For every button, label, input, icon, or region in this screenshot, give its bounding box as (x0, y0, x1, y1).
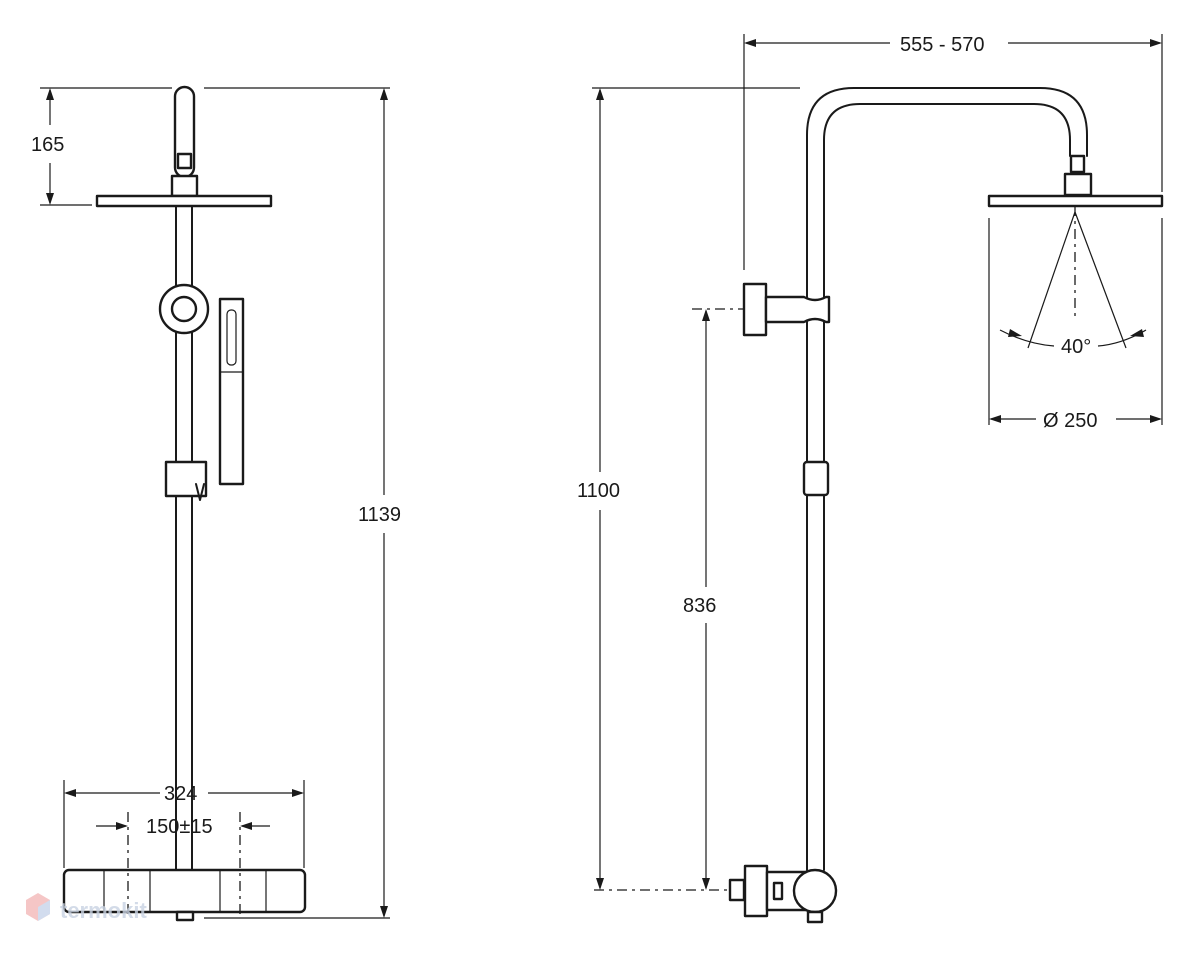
front-view (62, 85, 307, 922)
watermark-text: termokit (60, 898, 147, 923)
side-mixer-outlet (806, 910, 824, 924)
side-arm-connector (1069, 154, 1086, 174)
dim-165: 165 (31, 134, 64, 156)
dim-40-degrees: 40° (1061, 336, 1091, 358)
front-hand-shower (218, 297, 245, 486)
side-dimension-836: 836 (683, 309, 716, 890)
dim-1139: 1139 (358, 504, 401, 526)
front-ring-holder-inner (170, 295, 198, 323)
side-pipe-inner (823, 103, 1071, 871)
dim-1100: 1100 (577, 480, 620, 502)
side-head-mount (1063, 172, 1093, 197)
side-view (728, 87, 1164, 924)
front-slider-bracket (164, 460, 208, 498)
side-wall-bracket-arm (764, 295, 831, 324)
front-arm-connector (176, 152, 193, 170)
side-dimension-1100: 1100 (577, 87, 800, 890)
side-inlet-elbow (728, 878, 746, 902)
side-shower-head (987, 194, 1164, 208)
front-dimension-1139: 1139 (204, 87, 401, 919)
dim-836: 836 (683, 595, 716, 617)
front-mixer-outlet (175, 910, 195, 922)
side-wall-bracket-flange (742, 282, 768, 337)
watermark: termokit (26, 893, 147, 923)
front-dimension-165: 165 (31, 87, 172, 206)
front-hand-shower-spray-face (226, 309, 237, 366)
dim-555-570: 555 - 570 (900, 34, 985, 56)
front-slider-knob (195, 483, 205, 501)
side-mixer-wall-flange (743, 864, 769, 918)
side-mixer-knob (792, 868, 838, 914)
dim-diameter-250: Ø 250 (1043, 410, 1097, 432)
front-dimension-324: 324 (63, 780, 305, 868)
side-pipe-outer (806, 87, 1088, 871)
side-dimension-diameter: Ø 250 (988, 218, 1163, 432)
dim-324: 324 (164, 783, 197, 805)
side-dimension-555-570: 555 - 570 (743, 34, 1163, 270)
side-slider-collar (802, 460, 830, 497)
front-head-mount (170, 174, 199, 198)
front-dimension-150: 150±15 (96, 816, 270, 838)
side-dimension-spray-angle: 40° (999, 211, 1147, 358)
dim-150: 150±15 (146, 816, 213, 838)
front-shower-head (95, 194, 273, 208)
side-mixer-stub (772, 881, 784, 901)
